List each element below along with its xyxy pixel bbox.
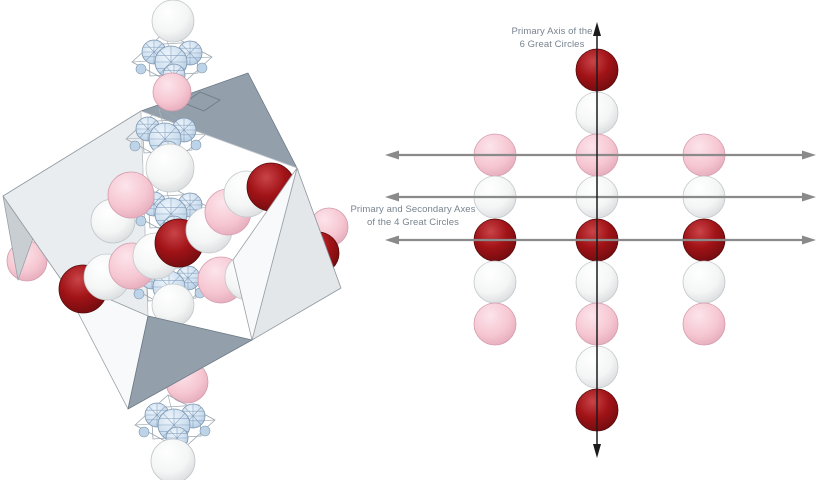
geodesic-mesh-lines [176, 266, 200, 290]
arrowhead-right-icon [802, 235, 816, 245]
geodesic-mesh-lines [166, 427, 188, 449]
geodesic-mesh-lines [158, 409, 190, 441]
geodesic-mesh-lines [155, 46, 187, 78]
label-primary-secondary-axes-4-great-circles: Primary and Secondary Axes of the 4 Grea… [350, 204, 476, 228]
top-pink [152, 72, 192, 112]
arrowhead-right-icon [802, 192, 816, 202]
horizontal-axes-4-great-circles [385, 150, 816, 245]
geodesic-crescent [199, 425, 211, 437]
geodesic-mesh-lines [136, 117, 160, 141]
wireframe-pokethrough [183, 91, 221, 112]
geodesic-crescent [190, 139, 202, 151]
wireframe-inner [145, 266, 197, 302]
geodesic-crescent [133, 288, 145, 300]
wireframe-inner [147, 41, 199, 77]
white-cap-upper [145, 143, 195, 193]
face-bottom [127, 315, 253, 410]
wireframe-inner [141, 118, 193, 154]
arrowhead-left-icon [385, 192, 399, 202]
sphere-pink [682, 302, 726, 346]
geodesic-mesh-lines [142, 40, 166, 64]
great-circles-axes-diagram [385, 22, 816, 458]
label-primary-axis-6-great-circles: Primary Axis of the 6 Great Circles [511, 26, 593, 50]
geodesic-mesh-lines [181, 404, 205, 428]
arrowhead-left-icon [385, 235, 399, 245]
arrowhead-down-icon [593, 444, 601, 458]
sphere-pink [473, 302, 517, 346]
chain-ul-pink [107, 171, 155, 219]
geodesic-mesh-lines [149, 123, 181, 155]
geodesic-crescent [196, 62, 208, 74]
vertical-axis-6-great-circles [593, 22, 601, 458]
geodesic-crescent [135, 215, 147, 227]
geodesic-mesh-lines [172, 118, 196, 142]
octahedron-sphere-packing-diagram [2, 0, 349, 480]
arrowhead-right-icon [802, 150, 816, 160]
geodesic-crescent [135, 63, 147, 75]
geodesic-crescent [129, 140, 141, 152]
wireframe-inner [150, 404, 202, 440]
geodesic-mesh-lines [155, 198, 187, 230]
arrowhead-left-icon [385, 150, 399, 160]
sphere-white [473, 260, 517, 304]
top-white [151, 0, 195, 43]
geodesic-mesh-lines [178, 193, 202, 217]
geodesic-mesh-lines [178, 41, 202, 65]
face-right-inner [232, 167, 298, 341]
sphere-white [682, 260, 726, 304]
arrowhead-up-icon [593, 22, 601, 36]
bottom-white [150, 438, 196, 480]
geodesic-crescent [138, 426, 150, 438]
geodesic-mesh-lines [142, 192, 166, 216]
geodesic-mesh-lines [145, 403, 169, 427]
